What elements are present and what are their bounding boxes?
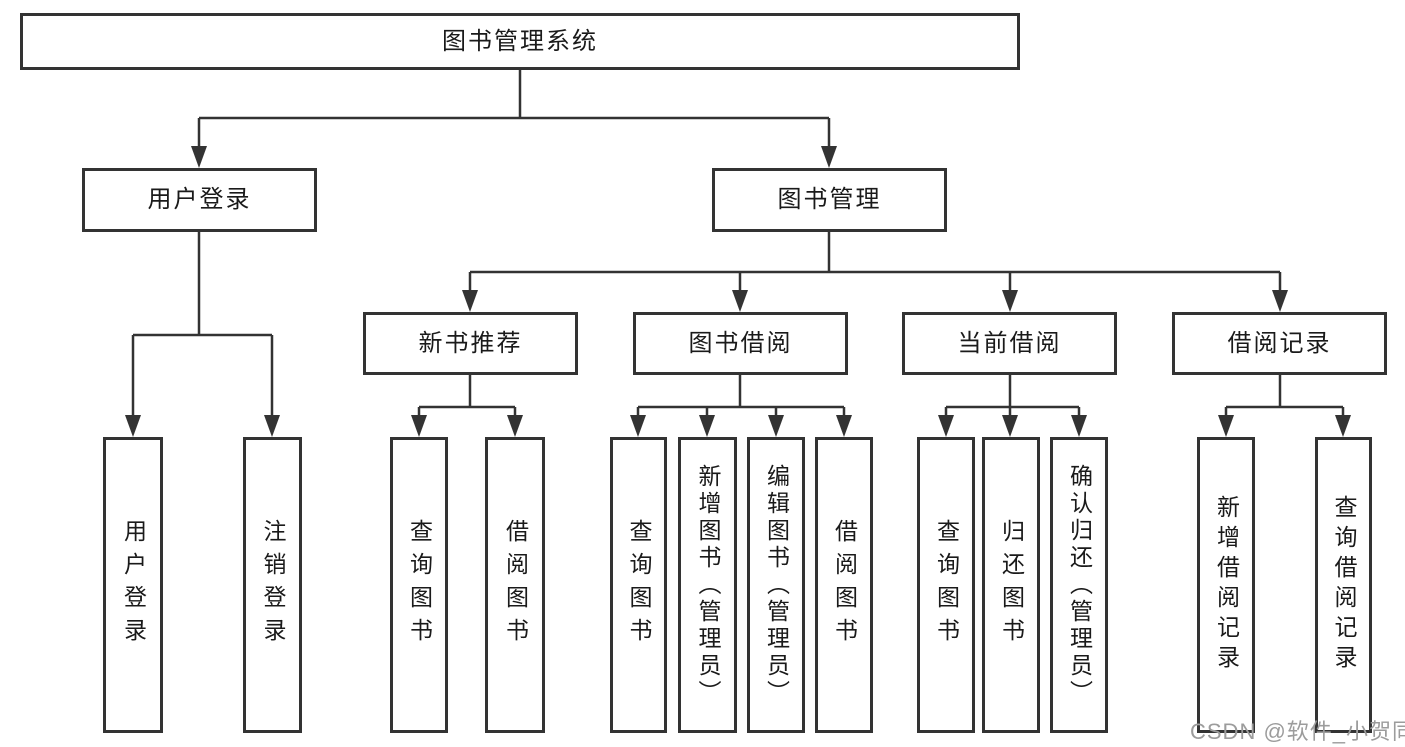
arrow-icon <box>630 415 646 437</box>
edge-book-borrow-children <box>636 375 846 417</box>
arrow-icon <box>125 415 141 437</box>
arrow-icon <box>264 415 280 437</box>
edge-new-book-children <box>417 375 517 417</box>
node-book-borrow: 图书借阅 <box>633 312 848 375</box>
csdn-watermark: CSDN @软件_小贺同学 <box>1190 719 1405 744</box>
edge-user-login-children <box>131 232 274 417</box>
arrow-icon <box>836 415 852 437</box>
arrow-icon <box>821 146 837 168</box>
leaf-records-query-record: 查询借阅记录 <box>1315 437 1372 733</box>
edge-borrow-records-children <box>1224 375 1345 417</box>
node-user-login: 用户登录 <box>82 168 317 232</box>
leaf-borrow-borrow-books: 借阅图书 <box>815 437 873 733</box>
arrow-icon <box>507 415 523 437</box>
arrow-icon <box>1272 290 1288 312</box>
node-current-borrow: 当前借阅 <box>902 312 1117 375</box>
node-book-management: 图书管理 <box>712 168 947 232</box>
edge-root-to-level2 <box>197 70 831 150</box>
leaf-current-return-books: 归还图书 <box>982 437 1040 733</box>
arrow-icon <box>732 290 748 312</box>
arrowheads <box>125 146 1351 437</box>
arrow-icon <box>1218 415 1234 437</box>
node-borrow-records: 借阅记录 <box>1172 312 1387 375</box>
leaf-current-confirm-return-admin: 确认归还（管理员） <box>1050 437 1108 733</box>
leaf-borrow-edit-books-admin: 编辑图书（管理员） <box>747 437 805 733</box>
arrow-icon <box>938 415 954 437</box>
arrow-icon <box>768 415 784 437</box>
edge-current-borrow-children <box>944 375 1081 417</box>
node-library-system: 图书管理系统 <box>20 13 1020 70</box>
leaf-logout-login: 注销登录 <box>243 437 302 733</box>
arrow-icon <box>1335 415 1351 437</box>
leaf-user-login: 用户登录 <box>103 437 163 733</box>
leaf-records-add-record: 新增借阅记录 <box>1197 437 1255 733</box>
leaf-borrow-query-books: 查询图书 <box>610 437 667 733</box>
node-new-book-recommend: 新书推荐 <box>363 312 578 375</box>
edge-book-management-children <box>468 232 1282 294</box>
arrow-icon <box>411 415 427 437</box>
leaf-recommend-borrow-books: 借阅图书 <box>485 437 545 733</box>
arrow-icon <box>1071 415 1087 437</box>
leaf-borrow-add-books-admin: 新增图书（管理员） <box>678 437 737 733</box>
arrow-icon <box>462 290 478 312</box>
arrow-icon <box>699 415 715 437</box>
arrow-icon <box>191 146 207 168</box>
leaf-current-query-books: 查询图书 <box>917 437 975 733</box>
leaf-recommend-query-books: 查询图书 <box>390 437 448 733</box>
arrow-icon <box>1002 415 1018 437</box>
arrow-icon <box>1002 290 1018 312</box>
